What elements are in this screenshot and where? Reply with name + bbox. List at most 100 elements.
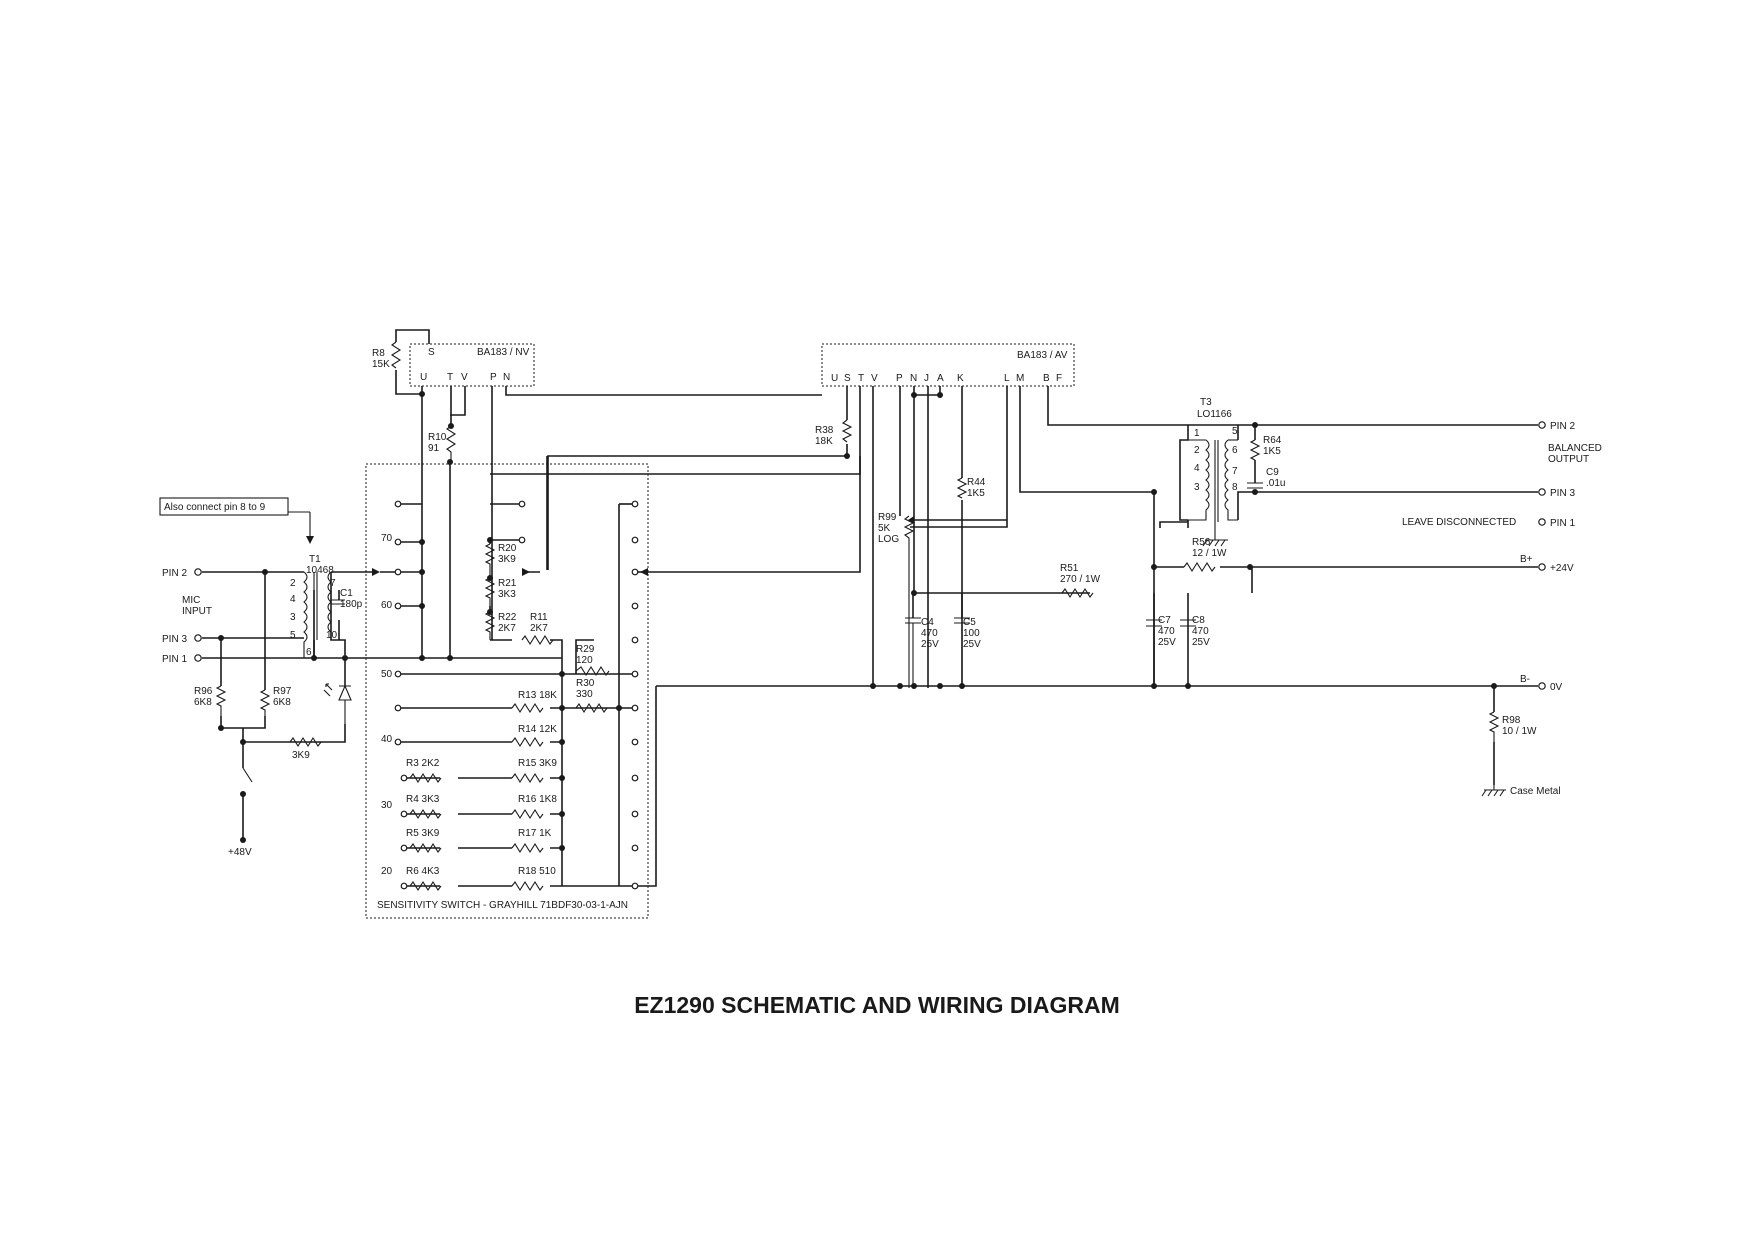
svg-text:T: T: [858, 373, 864, 384]
svg-text:5: 5: [1232, 426, 1238, 437]
svg-text:R14 12K: R14 12K: [518, 724, 557, 735]
c7-capacitor: [1146, 619, 1162, 627]
r21-resistor: [484, 577, 496, 612]
r44-resistor: [956, 477, 968, 499]
capacitors: [331, 482, 1263, 688]
c9-capacitor: [1247, 482, 1263, 489]
svg-text:L: L: [1004, 373, 1010, 384]
svg-text:T3: T3: [1200, 397, 1212, 408]
r29-resistor: [575, 665, 610, 677]
svg-text:7: 7: [1232, 466, 1238, 477]
r38-resistor: [841, 419, 853, 443]
svg-text:S: S: [844, 373, 851, 384]
r30-resistor: [575, 702, 608, 714]
bplus-label: B+: [1520, 554, 1533, 565]
module-av-label: BA183 / AV: [1017, 350, 1068, 361]
t1-transformer: [303, 571, 332, 658]
svg-text:10: 10: [326, 630, 338, 641]
svg-text:F: F: [1056, 373, 1062, 384]
r5-resistor: [409, 842, 442, 854]
svg-text:2: 2: [1194, 445, 1200, 456]
svg-text:T1: T1: [309, 554, 321, 565]
svg-text:4: 4: [1194, 463, 1200, 474]
svg-text:10468: 10468: [306, 565, 334, 576]
r64-resistor: [1249, 439, 1261, 461]
svg-text:R6 4K3: R6 4K3: [406, 866, 440, 877]
t3-transformer: [1188, 439, 1238, 547]
input-pin3: PIN 3: [162, 634, 187, 645]
transformer-labels: T1 10468 2 4 3 5 6 7 10 T3 LO1166 1 2 4 …: [290, 397, 1238, 658]
svg-text:2: 2: [290, 578, 296, 589]
c5-capacitor: [954, 617, 970, 688]
r8-resistor: [390, 341, 402, 369]
module-ba183-nv: BA183 / NV S U T V P N: [409, 343, 535, 387]
sensitivity-switch: SENSITIVITY SWITCH - GRAYHILL 71BDF30-03…: [365, 463, 649, 919]
arrows: [288, 511, 914, 576]
r16-resistor: [511, 808, 544, 820]
c4-capacitor: [905, 617, 921, 688]
r99-potentiometer: [903, 515, 915, 688]
junctions: [218, 391, 1497, 851]
svg-text:R3 2K2: R3 2K2: [406, 758, 440, 769]
r17-resistor: [511, 842, 544, 854]
svg-text:R13 18K: R13 18K: [518, 690, 557, 701]
led-indicator: [323, 683, 352, 724]
svg-text:60: 60: [381, 600, 393, 611]
svg-text:A: A: [937, 373, 944, 384]
output-pin3: PIN 3: [1550, 488, 1575, 499]
note-box: Also connect pin 8 to 9: [159, 497, 289, 516]
r-3k9-resistor: [289, 736, 322, 748]
svg-text:6: 6: [306, 647, 312, 658]
r14-resistor: [511, 736, 544, 748]
r51-resistor: [1061, 587, 1094, 599]
svg-text:K: K: [957, 373, 964, 384]
input-pin1: PIN 1: [162, 654, 187, 665]
svg-text:3K9: 3K9: [292, 750, 310, 761]
resistors: [215, 341, 1500, 892]
r13-resistor: [511, 702, 544, 714]
svg-text:R15 3K9: R15 3K9: [518, 758, 557, 769]
svg-text:4: 4: [290, 594, 296, 605]
note-text: Also connect pin 8 to 9: [164, 502, 266, 513]
svg-text:3: 3: [290, 612, 296, 623]
svg-text:30: 30: [381, 800, 393, 811]
r3-resistor: [409, 772, 442, 784]
output-pin2: PIN 2: [1550, 421, 1575, 432]
r18-resistor: [511, 880, 544, 892]
bminus-label: B-: [1520, 674, 1530, 685]
r97-resistor: [259, 689, 271, 716]
svg-text:3: 3: [1194, 482, 1200, 493]
svg-text:40: 40: [381, 734, 393, 745]
svg-text:5: 5: [290, 630, 296, 641]
svg-text:LO1166: LO1166: [1197, 409, 1232, 420]
c1-capacitor: [331, 599, 345, 605]
r20-resistor: [484, 543, 496, 578]
svg-text:R5 3K9: R5 3K9: [406, 828, 440, 839]
ground-symbol: [1481, 785, 1506, 797]
r56-resistor: [1183, 561, 1216, 573]
svg-text:P: P: [896, 373, 903, 384]
diagram-title: EZ1290 SCHEMATIC AND WIRING DIAGRAM: [634, 992, 1120, 1018]
svg-text:20: 20: [381, 866, 393, 877]
svg-text:N: N: [910, 373, 917, 384]
phantom-label: +48V: [228, 847, 252, 858]
